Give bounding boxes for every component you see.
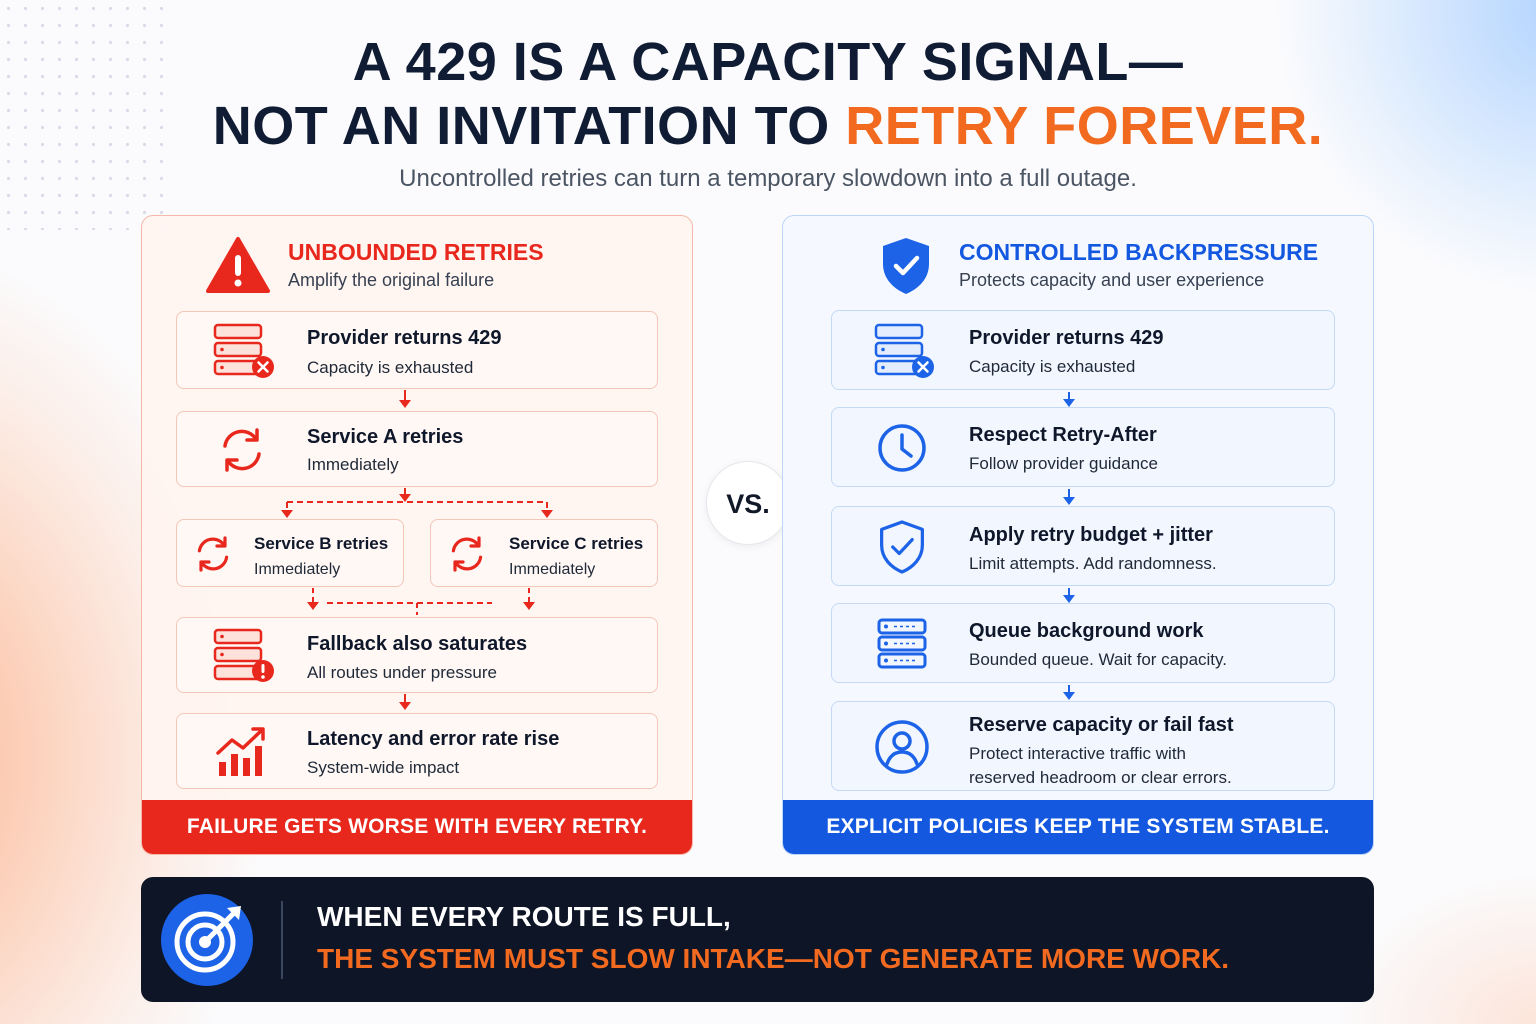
left-step-3-title: Service B retries xyxy=(254,534,389,553)
left-step-1-title: Provider returns 429 xyxy=(307,327,502,349)
title-line-2-prefix: NOT AN INVITATION TO xyxy=(212,96,846,156)
controlled-backpressure-panel: CONTROLLED BACKPRESSURE Protects capacit… xyxy=(782,215,1374,855)
retry-icon xyxy=(197,536,229,572)
right-step-3-subtitle: Limit attempts. Add randomness. xyxy=(969,554,1217,573)
server-error-icon xyxy=(213,323,274,378)
right-step-5-subtitle-line-1: Protect interactive traffic with xyxy=(969,744,1186,763)
rising-chart-icon xyxy=(216,727,265,776)
unbounded-retries-panel: UNBOUNDED RETRIES Amplify the original f… xyxy=(141,215,693,855)
left-panel-header: UNBOUNDED RETRIES Amplify the original f… xyxy=(206,236,676,296)
left-step-provider-429: Provider returns 429 Capacity is exhaust… xyxy=(176,311,658,389)
left-step-6-title: Latency and error rate rise xyxy=(307,728,560,750)
page-title: A 429 IS A CAPACITY SIGNAL— NOT AN INVIT… xyxy=(0,30,1536,158)
left-step-3-subtitle: Immediately xyxy=(254,561,341,578)
clock-icon xyxy=(878,424,926,472)
right-step-4-subtitle: Bounded queue. Wait for capacity. xyxy=(969,650,1227,669)
left-panel-title: UNBOUNDED RETRIES xyxy=(288,239,544,265)
right-step-4-title: Queue background work xyxy=(969,620,1204,642)
right-step-3-title: Apply retry budget + jitter xyxy=(969,524,1213,546)
left-step-1-subtitle: Capacity is exhausted xyxy=(307,358,474,377)
left-panel-footer: FAILURE GETS WORSE WITH EVERY RETRY. xyxy=(142,800,692,854)
left-step-6-subtitle: System-wide impact xyxy=(307,758,460,777)
retry-icon xyxy=(223,428,261,472)
right-step-retry-after: Respect Retry-After Follow provider guid… xyxy=(831,407,1335,487)
warning-icon xyxy=(206,237,270,293)
target-icon xyxy=(161,894,253,986)
left-panel-subtitle: Amplify the original failure xyxy=(288,270,495,290)
title-line-2: NOT AN INVITATION TO RETRY FOREVER. xyxy=(0,94,1536,158)
decorative-dot-grid xyxy=(0,0,170,230)
right-step-queue: Queue background work Bounded queue. Wai… xyxy=(831,603,1335,683)
shield-check-icon xyxy=(883,238,929,294)
banner-line-2: THE SYSTEM MUST SLOW INTAKE—NOT GENERATE… xyxy=(317,943,1230,974)
right-step-retry-budget: Apply retry budget + jitter Limit attemp… xyxy=(831,506,1335,586)
server-warning-icon xyxy=(213,628,274,682)
page-subtitle: Uncontrolled retries can turn a temporar… xyxy=(399,165,1137,192)
retry-icon xyxy=(451,536,483,572)
left-step-service-c: Service C retries Immediately xyxy=(430,519,658,587)
banner-line-1: WHEN EVERY ROUTE IS FULL, xyxy=(317,901,731,932)
vs-badge: VS. xyxy=(706,461,790,545)
left-step-5-title: Fallback also saturates xyxy=(307,633,528,655)
conclusion-banner: WHEN EVERY ROUTE IS FULL, THE SYSTEM MUS… xyxy=(141,877,1374,1002)
server-error-icon xyxy=(874,323,934,378)
right-step-5-title: Reserve capacity or fail fast xyxy=(969,714,1234,736)
queue-icon xyxy=(877,618,927,669)
banner-divider xyxy=(281,901,283,979)
left-step-service-b: Service B retries Immediately xyxy=(176,519,404,587)
left-step-4-subtitle: Immediately xyxy=(509,561,596,578)
right-step-reserve-capacity: Reserve capacity or fail fast Protect in… xyxy=(831,701,1335,791)
right-panel-title: CONTROLLED BACKPRESSURE xyxy=(959,239,1319,265)
shield-check-icon xyxy=(880,520,924,574)
right-panel-header: CONTROLLED BACKPRESSURE Protects capacit… xyxy=(879,236,1359,296)
right-step-2-subtitle: Follow provider guidance xyxy=(969,454,1158,473)
left-step-5-subtitle: All routes under pressure xyxy=(307,663,497,682)
left-step-2-subtitle: Immediately xyxy=(307,455,399,474)
right-panel-footer: EXPLICIT POLICIES KEEP THE SYSTEM STABLE… xyxy=(783,800,1373,854)
title-line-1: A 429 IS A CAPACITY SIGNAL— xyxy=(352,32,1184,92)
right-panel-subtitle: Protects capacity and user experience xyxy=(959,270,1265,290)
left-step-2-title: Service A retries xyxy=(307,426,464,448)
left-step-service-a: Service A retries Immediately xyxy=(176,411,658,487)
left-step-4-title: Service C retries xyxy=(509,534,644,553)
title-line-2-accent: RETRY FOREVER. xyxy=(845,96,1324,156)
right-step-5-subtitle-line-2: reserved headroom or clear errors. xyxy=(969,768,1232,787)
right-step-2-title: Respect Retry-After xyxy=(969,424,1157,446)
left-step-fallback: Fallback also saturates All routes under… xyxy=(176,617,658,693)
user-icon xyxy=(875,720,929,774)
right-step-provider-429: Provider returns 429 Capacity is exhaust… xyxy=(831,310,1335,390)
left-step-latency: Latency and error rate rise System-wide … xyxy=(176,713,658,789)
right-step-1-subtitle: Capacity is exhausted xyxy=(969,357,1136,376)
right-step-1-title: Provider returns 429 xyxy=(969,327,1164,349)
